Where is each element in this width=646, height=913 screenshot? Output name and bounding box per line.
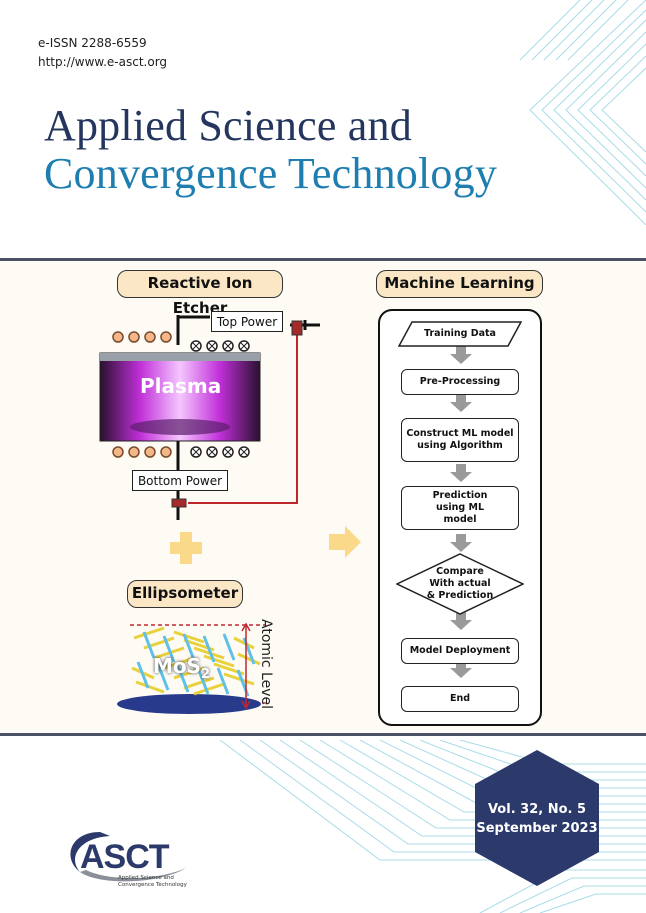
mos2-formula: MoS <box>153 654 202 678</box>
atomic-level-label: Atomic Level <box>258 619 274 710</box>
atomic-level-bracket <box>241 622 251 710</box>
asct-logo-sub1: Applied Science and <box>118 875 174 881</box>
top-power-box: Top Power <box>211 311 283 332</box>
ml-step-training-data: Training Data <box>424 328 496 339</box>
training-data-shape <box>398 321 522 347</box>
journal-title-line1: Applied Science and <box>44 101 412 150</box>
journal-title-line2: Convergence Technology <box>44 149 498 198</box>
bottom-power-box: Bottom Power <box>132 470 228 491</box>
issue-hexagon <box>475 750 599 886</box>
issue-volume: Vol. 32, No. 5 <box>487 802 587 817</box>
flow-arrows <box>450 346 472 678</box>
issue-date: September 2023 <box>476 821 598 836</box>
ml-step-construct-model: Construct ML model using Algorithm <box>401 418 519 462</box>
asct-logo-text: ASCT <box>80 838 170 876</box>
arrow-right-icon <box>329 526 361 558</box>
compare-diamond-shape <box>396 553 524 615</box>
journal-url[interactable]: http://www.e-asct.org <box>38 55 168 69</box>
mos2-structure <box>117 624 266 714</box>
ml-step-preprocessing: Pre-Processing <box>401 369 519 395</box>
rie-label: Reactive Ion Etcher <box>117 270 283 317</box>
asct-logo-swoosh <box>70 832 186 882</box>
asct-logo-sub2: Convergence Technology <box>118 882 187 888</box>
plus-icon <box>170 532 202 564</box>
mos2-subscript: 2 <box>201 667 211 682</box>
issn-text: e-ISSN 2288-6559 <box>38 36 147 50</box>
mos2-label: MoS2 <box>153 654 210 682</box>
plasma-label: Plasma <box>140 374 222 398</box>
ml-label: Machine Learning <box>376 270 543 298</box>
ml-step-compare: Compare With actual & Prediction <box>426 566 494 601</box>
ml-step-deployment: Model Deployment <box>401 638 519 664</box>
rie-diagram <box>99 315 320 520</box>
ml-step-end: End <box>401 686 519 712</box>
ml-step-prediction: Prediction using ML model <box>401 486 519 530</box>
ellipsometer-label: Ellipsometer <box>127 580 243 608</box>
decor-lines-top <box>519 0 646 225</box>
